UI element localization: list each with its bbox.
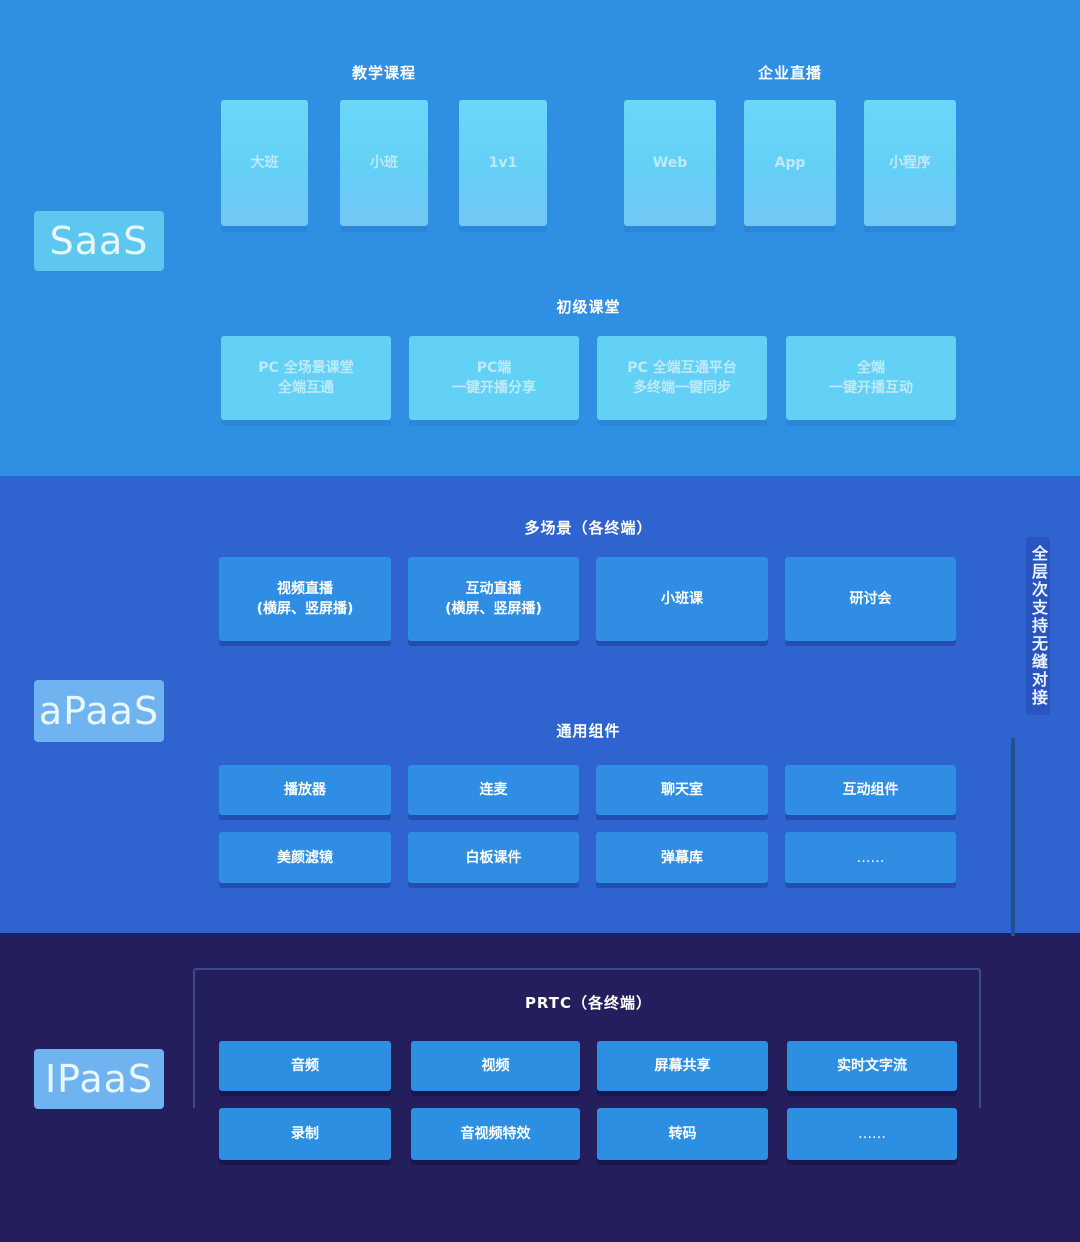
item-label: 录制 xyxy=(291,1126,319,1142)
ipaas-feature-item[interactable]: 实时文字流 xyxy=(787,1041,957,1091)
prtc-frame xyxy=(193,968,981,1108)
saas-classroom-item[interactable]: PC 全端互通平台 多终端一键同步 xyxy=(597,336,767,420)
item-line-1: 小班课 xyxy=(661,591,703,607)
item-label: 音频 xyxy=(291,1058,319,1074)
item-label: 美颜滤镜 xyxy=(277,849,333,866)
item-label: 连麦 xyxy=(479,782,508,798)
saas-classroom-item[interactable]: 全端 一键开播互动 xyxy=(786,336,956,420)
apaas-scene-item[interactable]: 小班课 xyxy=(596,557,768,641)
item-line-1: PC 全场景课堂 xyxy=(258,360,354,376)
apaas-components-title: 通用组件 xyxy=(556,722,621,740)
ipaas-feature-item[interactable]: 视频 xyxy=(411,1041,580,1091)
item-line-1: PC 全端互通平台 xyxy=(627,360,737,376)
ipaas-feature-item[interactable]: 音视频特效 xyxy=(411,1108,580,1160)
apaas-component-item[interactable]: 白板课件 xyxy=(408,832,579,883)
saas-item-label: Web xyxy=(652,155,688,171)
apaas-scene-item[interactable]: 研讨会 xyxy=(785,557,956,641)
item-line-2: 一键开播互动 xyxy=(829,380,913,396)
item-line-1: 研讨会 xyxy=(849,591,892,607)
apaas-layer-label: aPaaS xyxy=(34,680,164,742)
connector-line xyxy=(1011,738,1015,936)
apaas-component-item[interactable]: 美颜滤镜 xyxy=(219,832,391,883)
saas-item-label: App xyxy=(774,155,806,171)
apaas-component-item[interactable]: 聊天室 xyxy=(596,765,768,815)
saas-group2-item[interactable]: Web xyxy=(624,100,716,226)
saas-group2-item[interactable]: App xyxy=(744,100,836,226)
saas-layer-label: SaaS xyxy=(34,211,164,271)
saas-item-label: 大班 xyxy=(250,155,279,171)
ipaas-feature-item[interactable]: 音频 xyxy=(219,1041,391,1091)
apaas-scenes-title: 多场景（各终端） xyxy=(524,519,653,537)
item-label: …… xyxy=(856,849,885,866)
saas-group1-item[interactable]: 大班 xyxy=(221,100,308,226)
item-line-1: 互动直播 xyxy=(465,581,522,597)
item-label: 播放器 xyxy=(284,782,326,798)
item-label: 聊天室 xyxy=(661,782,703,798)
saas-classroom-item[interactable]: PC 全场景课堂 全端互通 xyxy=(221,336,391,420)
saas-group1-item[interactable]: 1v1 xyxy=(459,100,547,226)
saas-group1-title: 教学课程 xyxy=(351,64,416,82)
apaas-component-item[interactable]: 弹幕库 xyxy=(596,832,768,883)
saas-item-label: 小程序 xyxy=(889,155,931,171)
item-label: …… xyxy=(858,1126,886,1142)
full-stack-support-label: 全层次支持无缝对接 xyxy=(1026,537,1050,715)
item-line-1: PC端 xyxy=(476,360,512,376)
apaas-scene-item[interactable]: 互动直播 (横屏、竖屏播) xyxy=(408,557,579,641)
saas-group2-title: 企业直播 xyxy=(757,64,822,82)
item-line-1: 全端 xyxy=(857,360,885,376)
item-line-2: (横屏、竖屏播) xyxy=(445,601,542,617)
saas-group3-title: 初级课堂 xyxy=(556,298,621,316)
ipaas-feature-item[interactable]: 屏幕共享 xyxy=(597,1041,768,1091)
apaas-component-item[interactable]: 播放器 xyxy=(219,765,391,815)
ipaas-feature-item[interactable]: 录制 xyxy=(219,1108,391,1160)
item-line-2: 全端互通 xyxy=(278,380,334,396)
saas-group1-item[interactable]: 小班 xyxy=(340,100,428,226)
item-label: 互动组件 xyxy=(842,782,899,798)
saas-item-label: 小班 xyxy=(370,155,398,171)
item-label: 屏幕共享 xyxy=(654,1058,711,1074)
saas-item-label: 1v1 xyxy=(488,155,518,171)
item-line-2: (横屏、竖屏播) xyxy=(256,601,354,617)
ipaas-feature-item[interactable]: …… xyxy=(787,1108,957,1160)
item-label: 音视频特效 xyxy=(460,1126,531,1142)
ipaas-feature-item[interactable]: 转码 xyxy=(597,1108,768,1160)
apaas-component-item[interactable]: 互动组件 xyxy=(785,765,956,815)
item-label: 实时文字流 xyxy=(837,1058,907,1074)
apaas-component-item[interactable]: 连麦 xyxy=(408,765,579,815)
saas-group2-item[interactable]: 小程序 xyxy=(864,100,956,226)
ipaas-prtc-title: PRTC（各终端） xyxy=(524,994,653,1012)
item-line-2: 多终端一键同步 xyxy=(633,380,731,396)
saas-classroom-item[interactable]: PC端 一键开播分享 xyxy=(409,336,579,420)
item-line-2: 一键开播分享 xyxy=(452,380,536,396)
ipaas-layer-label: IPaaS xyxy=(34,1049,164,1109)
item-label: 白板课件 xyxy=(465,849,522,866)
item-label: 转码 xyxy=(668,1126,697,1142)
item-line-1: 视频直播 xyxy=(277,581,333,597)
apaas-scene-item[interactable]: 视频直播 (横屏、竖屏播) xyxy=(219,557,391,641)
item-label: 视频 xyxy=(481,1058,510,1074)
apaas-component-item[interactable]: …… xyxy=(785,832,956,883)
item-label: 弹幕库 xyxy=(661,849,703,866)
